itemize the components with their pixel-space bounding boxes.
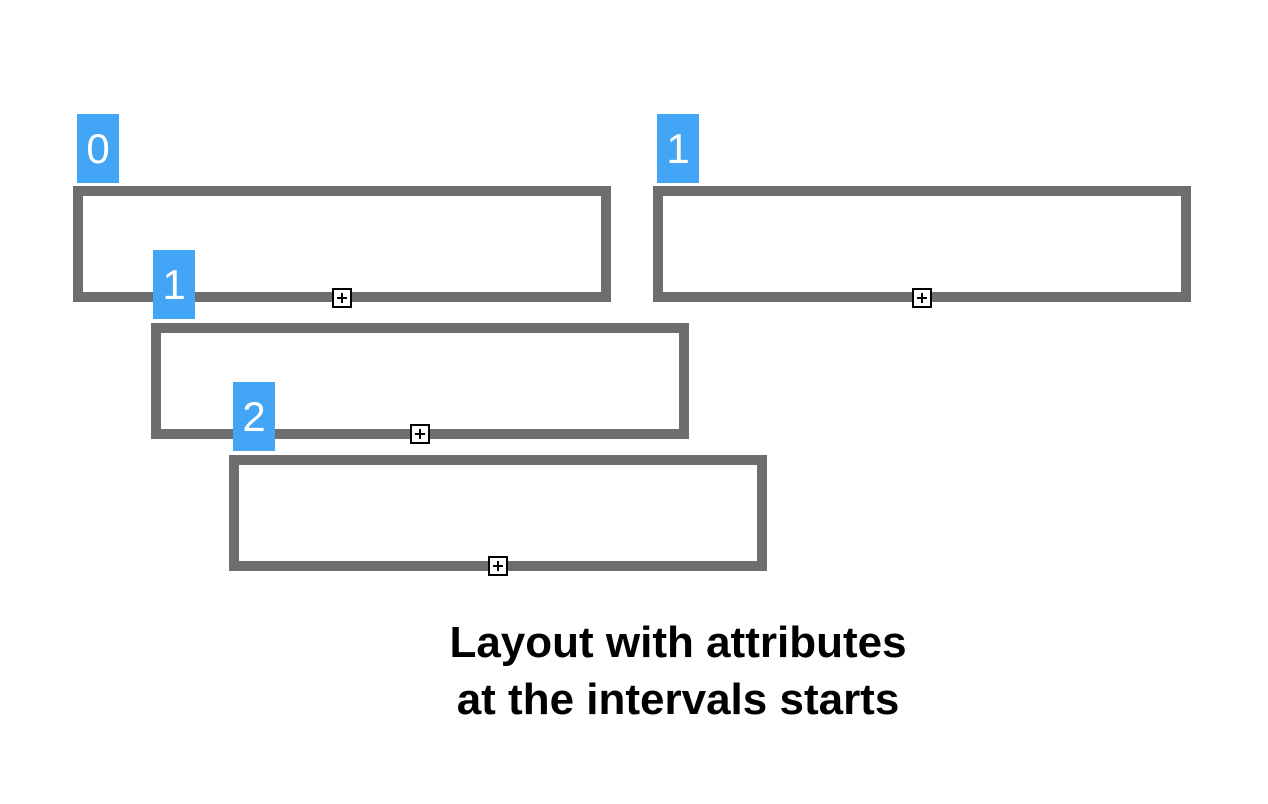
interval-box bbox=[653, 186, 1191, 302]
caption-line-2: at the intervals starts bbox=[456, 675, 900, 724]
interval-index-badge: 0 bbox=[77, 114, 119, 183]
plus-square-icon[interactable] bbox=[912, 288, 932, 308]
interval-box bbox=[229, 455, 767, 571]
interval-index-badge: 2 bbox=[233, 382, 275, 451]
interval-index-badge: 1 bbox=[657, 114, 699, 183]
diagram-caption: Layout with attributes at the intervals … bbox=[378, 614, 978, 728]
interval-index-badge: 1 bbox=[153, 250, 195, 319]
plus-square-icon[interactable] bbox=[410, 424, 430, 444]
plus-square-icon[interactable] bbox=[332, 288, 352, 308]
plus-square-icon[interactable] bbox=[488, 556, 508, 576]
caption-line-1: Layout with attributes bbox=[449, 618, 907, 667]
interval-box bbox=[151, 323, 689, 439]
